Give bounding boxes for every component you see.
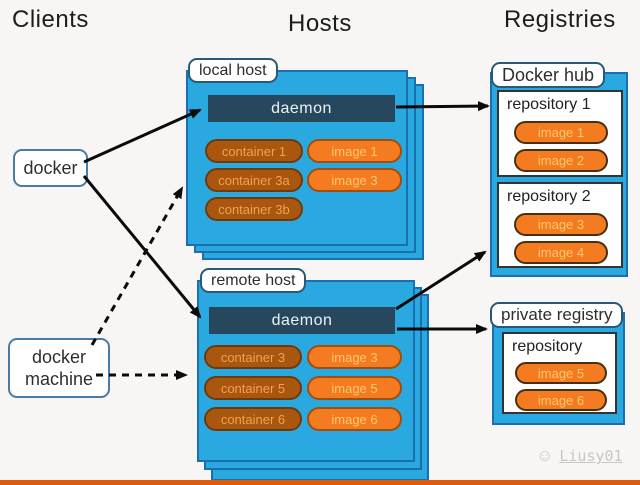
watermark-face-icon: ☺ [536, 446, 554, 465]
registry-image-pill: image 2 [514, 149, 608, 172]
registry-image-pill: image 3 [514, 213, 608, 236]
watermark: ☺ Liusy01 [536, 446, 623, 466]
container-pill: container 3 [204, 345, 302, 369]
registry-image-pill: image 4 [514, 241, 608, 264]
private-repository-title: repository [512, 338, 583, 355]
registry-image-pill: image 1 [514, 121, 608, 144]
container-pill: container 3a [205, 168, 303, 192]
repository-2-box: repository 2 image 3 image 4 [497, 182, 623, 268]
local-host-label: local host [188, 58, 278, 83]
arrow-docker-to-remote-daemon [82, 175, 202, 319]
watermark-text: Liusy01 [559, 447, 623, 465]
remote-host-label: remote host [200, 268, 307, 293]
bottom-border-bar [0, 480, 640, 485]
image-pill: image 3 [307, 345, 402, 369]
repository-1-box: repository 1 image 1 image 2 [497, 90, 623, 177]
arrow-docker-to-local-daemon [83, 108, 202, 164]
header-registries: Registries [504, 6, 616, 33]
image-pill: image 5 [307, 376, 402, 400]
docker-hub-label: Docker hub [491, 62, 606, 88]
repository-1-title: repository 1 [507, 96, 591, 113]
header-hosts: Hosts [288, 10, 352, 37]
remote-host-daemon-bar: daemon [209, 307, 395, 334]
header-clients: Clients [12, 6, 89, 33]
repository-2-title: repository 2 [507, 188, 591, 205]
private-registry-label: private registry [490, 302, 624, 328]
container-pill: container 1 [205, 139, 303, 163]
docker-machine-client-box: docker machine [8, 338, 110, 398]
image-pill: image 3 [307, 168, 402, 192]
container-pill: container 5 [204, 376, 302, 400]
private-repository-box: repository image 5 image 6 [502, 332, 617, 414]
image-pill: image 1 [307, 139, 402, 163]
arrow-docker-machine-to-local-host [90, 186, 184, 346]
container-pill: container 6 [204, 407, 302, 431]
registry-image-pill: image 6 [515, 389, 607, 411]
registry-image-pill: image 5 [515, 362, 607, 384]
container-pill: container 3b [205, 197, 303, 221]
local-host-daemon-bar: daemon [208, 95, 395, 122]
image-pill: image 6 [307, 407, 402, 431]
docker-client-box: docker [13, 149, 88, 187]
